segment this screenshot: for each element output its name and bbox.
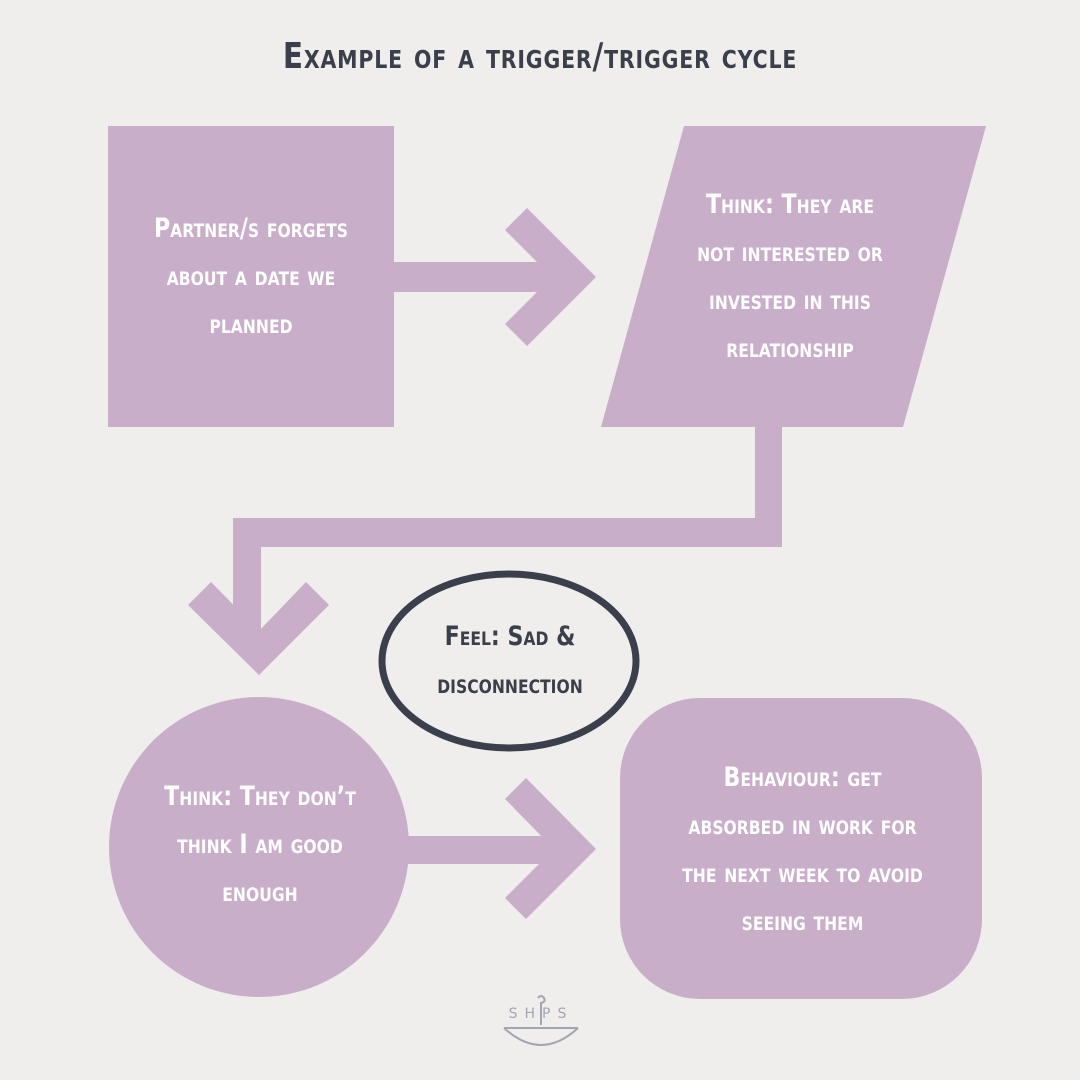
page-title: Example of a trigger/trigger cycle: [282, 36, 798, 77]
behaviour-label: Behaviour: get absorbed in work for the …: [682, 762, 923, 937]
trigger-label: Partner/s forgets about a date we planne…: [153, 212, 349, 340]
arrow-think1-to-think2: [188, 427, 782, 675]
arrow-trigger-to-think1: [394, 208, 596, 346]
arrow-think2-to-behaviour: [400, 778, 596, 919]
think2-label: Think: They don’t think I am good enough: [164, 781, 356, 908]
feel-label: Feel: Sad & disconnection: [437, 621, 583, 700]
logo-text: SHPS: [508, 1006, 574, 1022]
think2-circle: [109, 697, 409, 997]
behaviour-box: [620, 698, 982, 999]
trigger-box: [108, 126, 394, 427]
feel-ellipse: [378, 570, 640, 752]
think1-parallelogram: [601, 126, 986, 427]
think1-label: Think: They are not interested or invest…: [697, 188, 883, 364]
ship-anchor-logo-icon: SHPS: [496, 992, 586, 1052]
